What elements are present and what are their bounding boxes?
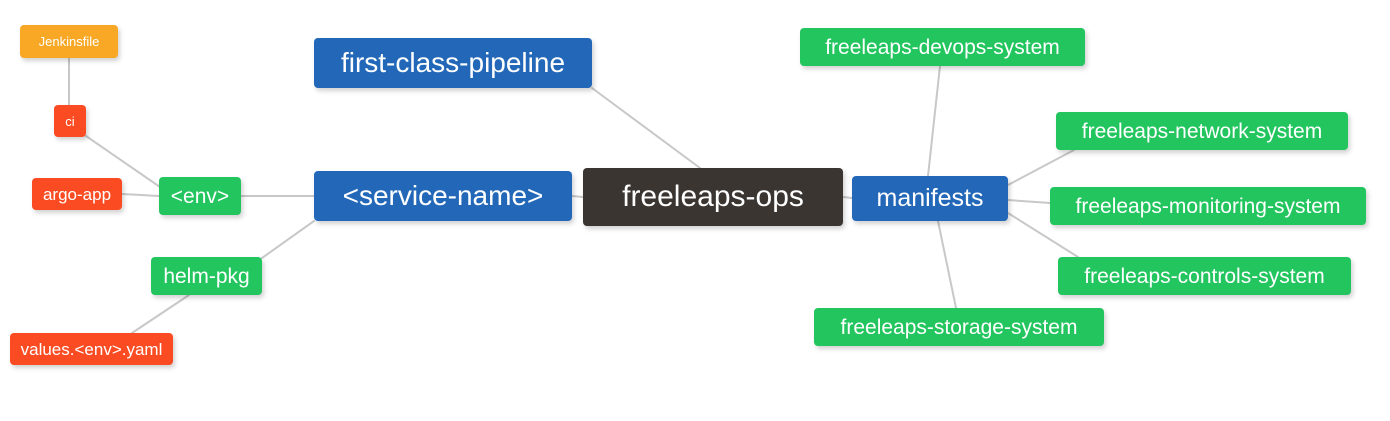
edge-manifests-to-storage-system: [937, 220, 957, 309]
node-argo-app[interactable]: argo-app: [32, 178, 122, 210]
node-env[interactable]: <env>: [159, 177, 241, 215]
edge-devops-system-to-manifests: [927, 65, 941, 177]
edge-helm-pkg-to-values-yaml: [131, 294, 190, 334]
edge-manifests-to-monitoring-system: [1007, 199, 1051, 204]
edge-first-class-pipeline-to-freeleaps-ops: [591, 87, 701, 169]
edge-argo-app-to-env: [121, 193, 160, 197]
node-monitoring-system[interactable]: freeleaps-monitoring-system: [1050, 187, 1366, 225]
edge-manifests-to-network-system: [1007, 149, 1075, 186]
node-freeleaps-ops[interactable]: freeleaps-ops: [583, 168, 843, 226]
node-jenkinsfile[interactable]: Jenkinsfile: [20, 25, 118, 58]
node-values-yaml[interactable]: values.<env>.yaml: [10, 333, 173, 365]
node-devops-system[interactable]: freeleaps-devops-system: [800, 28, 1085, 66]
node-controls-system[interactable]: freeleaps-controls-system: [1058, 257, 1351, 295]
node-manifests[interactable]: manifests: [852, 176, 1008, 221]
node-storage-system[interactable]: freeleaps-storage-system: [814, 308, 1104, 346]
edge-service-name-to-helm-pkg: [261, 220, 315, 259]
edge-freeleaps-ops-to-manifests: [842, 196, 853, 199]
edge-service-name-to-freeleaps-ops: [571, 195, 584, 198]
node-ci[interactable]: ci: [54, 105, 86, 137]
node-network-system[interactable]: freeleaps-network-system: [1056, 112, 1348, 150]
node-helm-pkg[interactable]: helm-pkg: [151, 257, 262, 295]
node-service-name[interactable]: <service-name>: [314, 171, 572, 221]
node-first-class-pipeline[interactable]: first-class-pipeline: [314, 38, 592, 88]
